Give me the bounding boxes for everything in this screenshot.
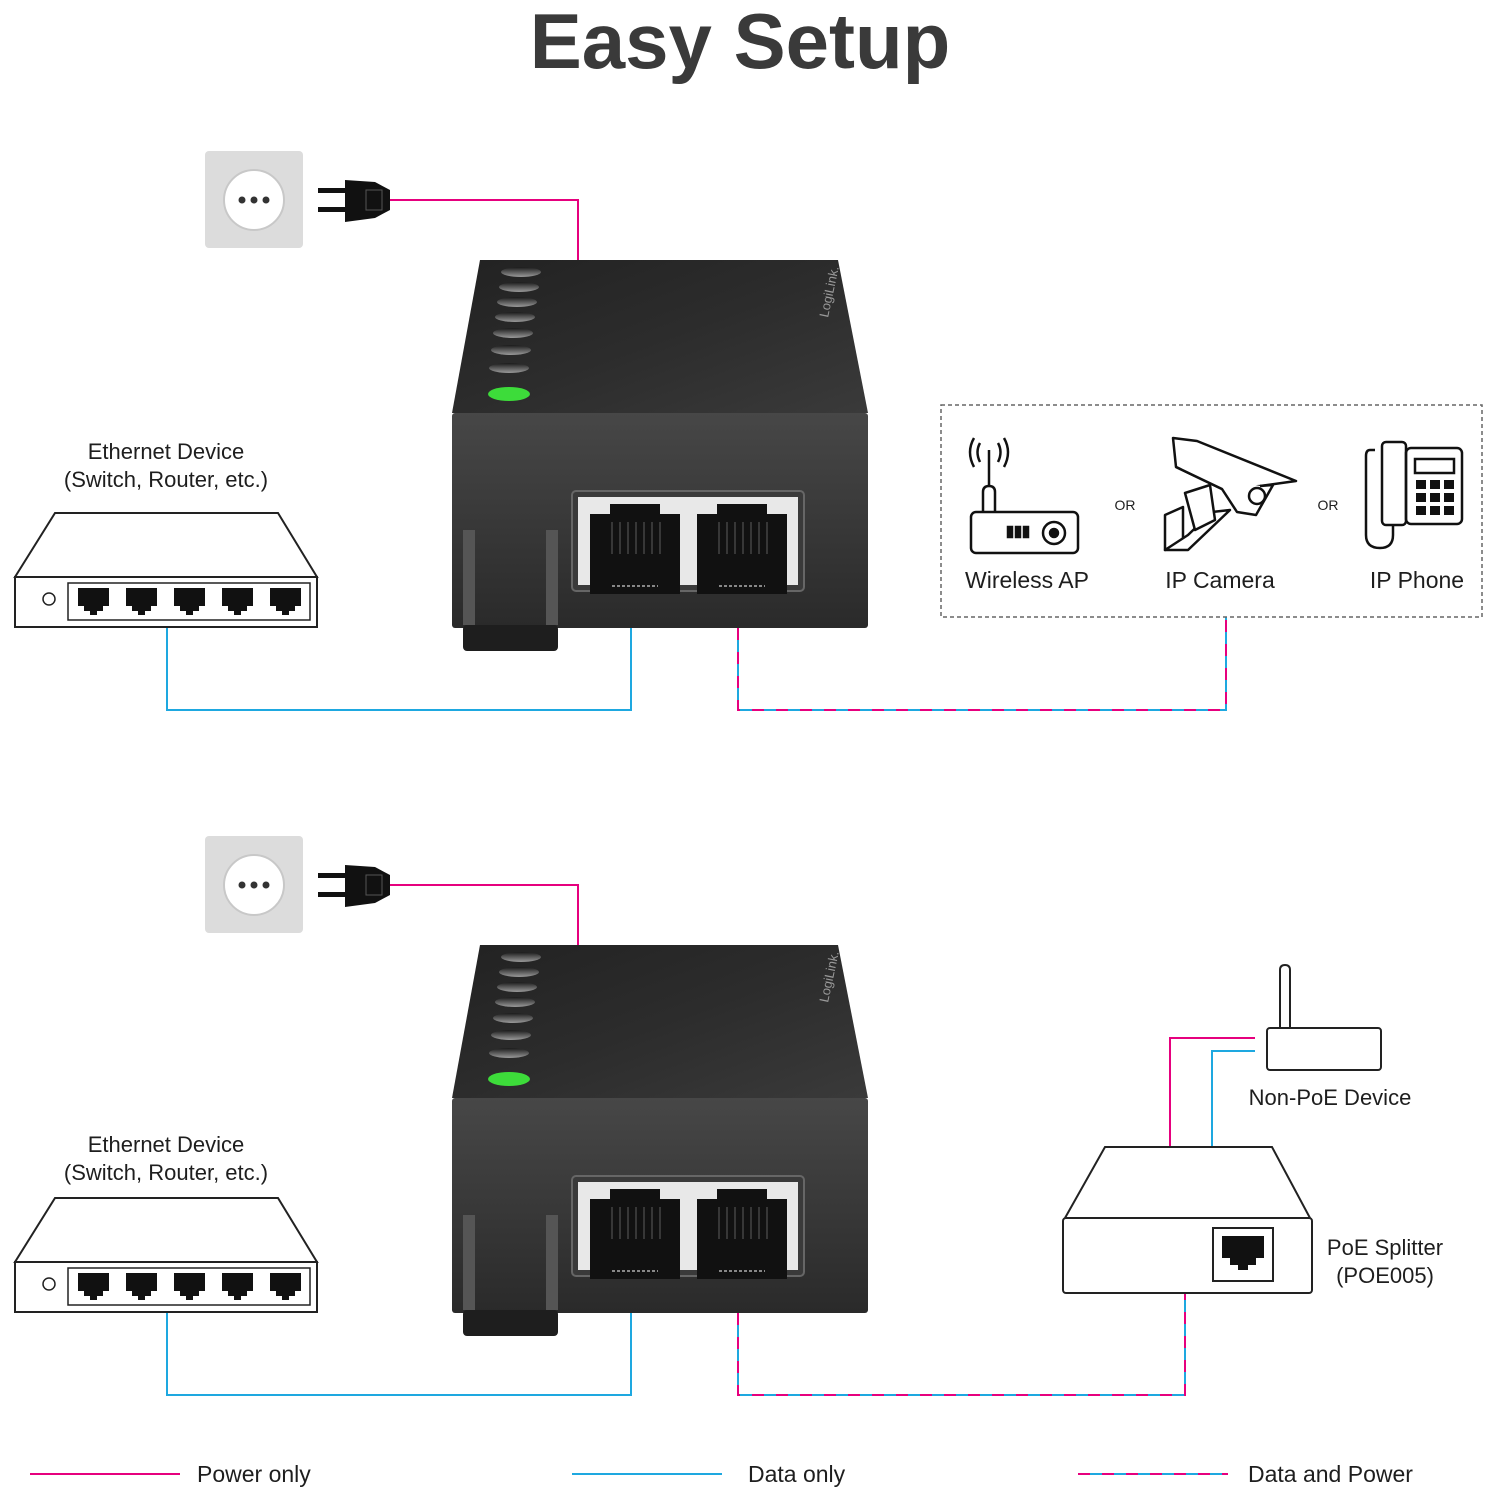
ethernet-device-label-2: (Switch, Router, etc.) xyxy=(64,1160,268,1185)
page-title: Easy Setup xyxy=(530,0,951,85)
power-plug-icon xyxy=(317,864,391,908)
data-line xyxy=(166,628,632,711)
network-switch-icon xyxy=(14,512,318,628)
ethernet-device-label-1: Ethernet Device xyxy=(88,439,245,464)
ethernet-device-label-2: (Switch, Router, etc.) xyxy=(64,467,268,492)
ip-phone-icon xyxy=(1364,440,1464,550)
power-plug-icon xyxy=(317,179,391,223)
scenario-top: LogiLink. Ethernet Device (Switch, Route… xyxy=(14,150,1483,711)
pd-label-ip-phone: IP Phone xyxy=(1370,567,1464,593)
data-line xyxy=(166,1313,632,1396)
network-switch-icon xyxy=(14,1197,318,1313)
power-outlet-icon xyxy=(204,150,304,249)
pd-label-ip-camera: IP Camera xyxy=(1165,567,1275,593)
power-line xyxy=(390,884,579,945)
or-label: OR xyxy=(1318,497,1339,513)
wireless-ap-icon xyxy=(968,437,1080,555)
scenario-bottom: LogiLink. Ethernet Device (Switch, Route… xyxy=(14,835,1443,1396)
power-outlet-icon xyxy=(204,835,304,934)
legend-data-label: Data only xyxy=(748,1461,846,1487)
power-line xyxy=(390,199,579,260)
splitter-label-2: (POE005) xyxy=(1336,1263,1434,1288)
splitter-power-line xyxy=(1169,1037,1255,1147)
poe-splitter-icon xyxy=(1062,1146,1313,1294)
data-power-line xyxy=(737,617,1227,711)
legend-both-label: Data and Power xyxy=(1248,1461,1413,1487)
ip-camera-icon xyxy=(1163,436,1298,552)
non-poe-device-icon xyxy=(1266,963,1382,1071)
splitter-data-line xyxy=(1211,1050,1255,1147)
legend: Power only Data only Data and Power xyxy=(30,1461,1413,1487)
or-label: OR xyxy=(1115,497,1136,513)
non-poe-device-label: Non-PoE Device xyxy=(1249,1085,1412,1110)
splitter-label-1: PoE Splitter xyxy=(1327,1235,1443,1260)
pd-devices-box xyxy=(940,404,1483,618)
poe-injector xyxy=(452,260,868,651)
ethernet-device-label-1: Ethernet Device xyxy=(88,1132,245,1157)
pd-label-wireless-ap: Wireless AP xyxy=(965,567,1089,593)
legend-power-label: Power only xyxy=(197,1461,311,1487)
poe-injector xyxy=(452,945,868,1336)
